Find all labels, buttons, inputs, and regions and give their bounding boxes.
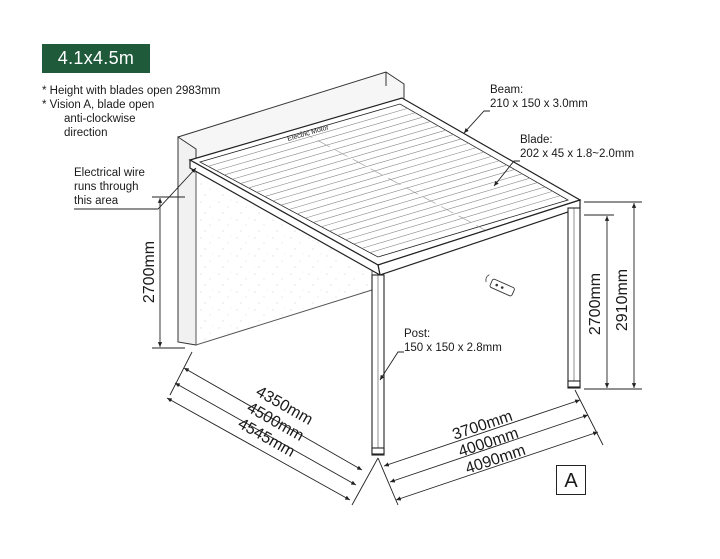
beam-spec: 210 x 150 x 3.0mm — [490, 98, 588, 110]
wire-line-1: Electrical wire — [74, 167, 145, 179]
size-badge: 4.1x4.5m — [42, 44, 150, 73]
dim-total-height-label: 2910mm — [614, 269, 631, 331]
louvre-blades — [208, 108, 561, 253]
blade-line — [329, 173, 523, 232]
notes-block: * Height with blades open 2983mm * Visio… — [42, 84, 220, 140]
blade-line — [248, 129, 446, 189]
blade-line — [369, 195, 561, 253]
blade-line — [345, 182, 538, 241]
beam-callout: Beam: 210 x 150 x 3.0mm — [490, 83, 588, 111]
blade-line — [224, 116, 423, 176]
dim-depth — [166, 351, 379, 506]
dim-wall-height — [152, 196, 185, 349]
blade-line — [280, 147, 477, 206]
wire-line-3: this area — [74, 195, 119, 207]
remote-control-icon — [485, 274, 515, 297]
blade-line — [313, 164, 507, 223]
front-post-right — [567, 207, 581, 389]
dim-width — [377, 389, 604, 506]
callout-leaders — [74, 110, 520, 381]
front-post-left — [371, 274, 385, 456]
back-wall — [177, 71, 405, 346]
blade-line — [264, 138, 462, 197]
dim-post-height-label: 2700mm — [587, 273, 604, 335]
blade-line — [288, 151, 485, 210]
wire-line-2: runs through — [74, 181, 139, 193]
blade-callout: Blade: 202 x 45 x 1.8~2.0mm — [520, 133, 634, 161]
blade-line — [256, 134, 454, 193]
blade-line — [305, 160, 500, 219]
blade-line — [216, 112, 416, 171]
beam-title: Beam: — [490, 84, 524, 96]
dim-post-heights — [584, 201, 642, 390]
blade-spec: 202 x 45 x 1.8~2.0mm — [520, 148, 635, 160]
note-vision-cont-2: direction — [64, 127, 108, 139]
post-spec: 150 x 150 x 2.8mm — [404, 342, 502, 354]
blade-line — [240, 125, 439, 184]
view-label-badge: A — [556, 465, 586, 495]
blade-line — [232, 121, 431, 180]
blade-line — [361, 190, 553, 249]
blade-line — [208, 108, 408, 167]
wire-callout: Electrical wire runs through this area — [74, 166, 145, 208]
note-blade-height: * Height with blades open 2983mm — [42, 85, 221, 97]
note-vision: * Vision A, blade open — [42, 99, 155, 111]
post-title: Post: — [404, 328, 431, 340]
note-vision-cont-1: anti-clockwise — [64, 113, 136, 125]
blade-line — [321, 169, 515, 228]
blade-line — [337, 177, 530, 236]
blade-centre-line — [299, 130, 486, 231]
post-callout: Post: 150 x 150 x 2.8mm — [404, 327, 502, 355]
blade-title: Blade: — [520, 134, 553, 146]
blade-line — [297, 156, 492, 215]
blade-line — [353, 186, 546, 245]
dim-wall-height-label: 2700mm — [141, 241, 158, 303]
blade-line — [272, 142, 469, 202]
